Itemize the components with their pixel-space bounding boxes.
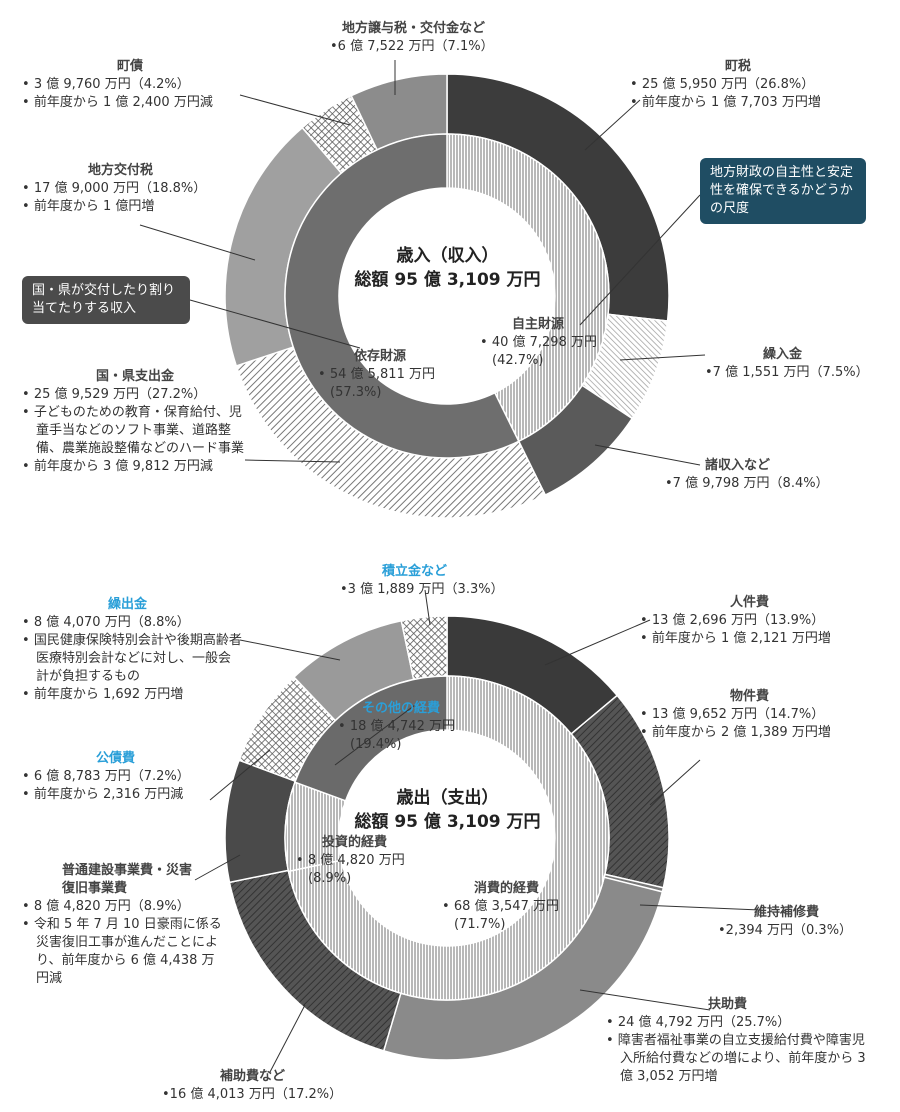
revenue-donut	[224, 73, 670, 519]
revenue-inner-own-label: 自主財源 • 40 億 7,298 万円 (42.7%)	[480, 317, 597, 368]
revenue-center-title: 歳入（収入） 総額 95 億 3,109 万円	[354, 246, 541, 290]
expense-inner-other-label: その他の経費 • 18 億 4,742 万円 (19.4%)	[338, 701, 455, 752]
label-chousai: 町債 • 3 億 9,760 万円（4.2%） • 前年度から 1 億 2,40…	[22, 59, 213, 110]
leader-line-12	[579, 989, 711, 1011]
leader-line-18	[334, 704, 416, 766]
expense-donut	[224, 615, 670, 1061]
label-jinkenhi: 人件費 • 13 億 2,696 万円（13.9%） • 前年度から 1 億 2…	[640, 595, 831, 646]
leader-line-11	[639, 904, 761, 911]
label-kokuken: 国・県支出金 • 25 億 9,529 万円（27.2%） • 子どものための教…	[22, 369, 245, 474]
label-chouzei: 町税 • 25 億 5,950 万円（26.8%） • 前年度から 1 億 7,…	[630, 59, 821, 110]
leader-line-13	[269, 1004, 306, 1073]
callout-dependent: 国・県が交付したり割り当てたりする収入	[22, 276, 190, 324]
leader-line-9	[544, 619, 651, 666]
expense-inner-consumptive-label: 消費的経費 • 68 億 3,547 万円 (71.7%)	[442, 881, 559, 932]
expense-center-title: 歳出（支出） 総額 95 億 3,109 万円	[354, 788, 541, 832]
callout-own: 地方財政の自主性と安定性を確保できるかどうかの尺度	[700, 158, 866, 224]
label-chihoukoufuzei: 地方交付税 • 17 億 9,000 万円（18.8%） • 前年度から 1 億…	[22, 163, 207, 214]
leader-line-15	[209, 749, 271, 801]
label-jouyozei: 地方譲与税・交付金など •6 億 7,522 万円（7.1%）	[330, 21, 494, 54]
leader-line-1	[619, 354, 706, 361]
label-ijihoshuhi: 維持補修費 •2,394 万円（0.3%）	[718, 905, 853, 938]
leader-line-4	[139, 224, 256, 261]
revenue-inner-dependent-label: 依存財源 • 54 億 5,811 万円 (57.3%)	[318, 349, 435, 400]
leader-line-14	[194, 854, 241, 881]
label-fujohi: 扶助費 • 24 億 4,792 万円（25.7%） • 障害者福祉事業の自立支…	[606, 997, 866, 1084]
label-futsukensetsu: 普通建設事業費・災害復旧事業費 • 8 億 4,820 万円（8.9%） • 令…	[22, 863, 222, 986]
expense-inner-investment-label: 投資的経費 • 8 億 4,820 万円 (8.9%)	[296, 835, 405, 886]
leader-line-7	[189, 299, 361, 349]
revenue-inner-slice-1	[284, 133, 520, 459]
leader-line-16	[239, 639, 341, 661]
expense-inner-slice-0	[287, 675, 610, 1001]
label-shoshunyu: 諸収入など •7 億 9,798 万円（8.4%）	[665, 458, 829, 491]
leader-line-8	[579, 194, 701, 326]
label-tsumitatekin: 積立金など •3 億 1,889 万円（3.3%）	[340, 564, 504, 597]
revenue-inner-slice-0	[446, 133, 610, 443]
leader-line-2	[594, 444, 701, 466]
label-kousaihi: 公債費 • 6 億 8,783 万円（7.2%） • 前年度から 2,316 万…	[22, 751, 190, 802]
leader-line-17	[424, 589, 431, 626]
leader-line-0	[584, 99, 641, 151]
leader-line-5	[239, 94, 351, 126]
leader-line-10	[649, 759, 701, 806]
leader-lines	[139, 60, 761, 1073]
label-kurireikin: 繰入金 •7 億 1,551 万円（7.5%）	[705, 347, 869, 380]
label-bukkenhi: 物件費 • 13 億 9,652 万円（14.7%） • 前年度から 2 億 1…	[640, 689, 831, 740]
label-hojohi: 補助費など •16 億 4,013 万円（17.2%）	[162, 1069, 343, 1102]
leader-line-3	[244, 459, 341, 463]
label-kuridashikin: 繰出金 • 8 億 4,070 万円（8.8%） • 国民健康保険特別会計や後期…	[22, 597, 242, 702]
